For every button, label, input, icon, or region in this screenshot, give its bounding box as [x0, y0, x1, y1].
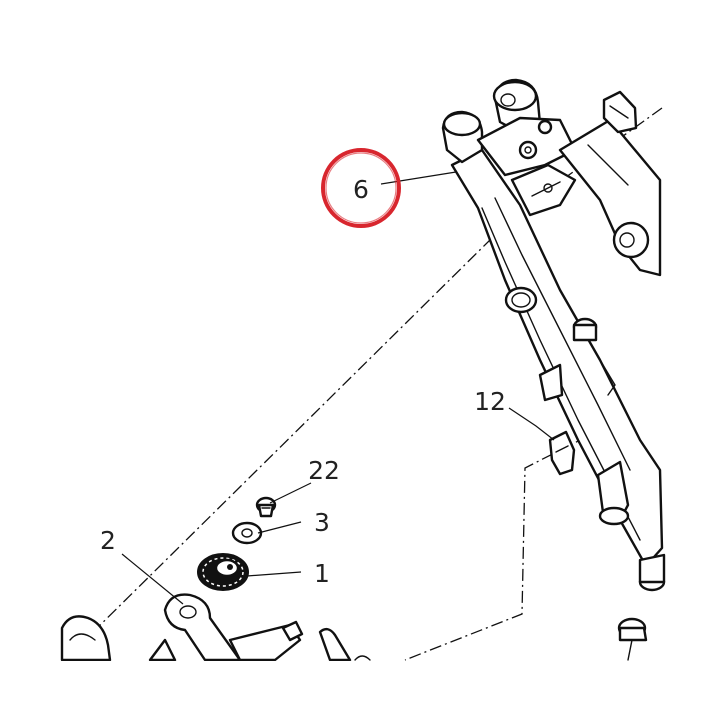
callout-1-label[interactable]: 1: [314, 559, 330, 588]
screw-part-22: [255, 496, 277, 518]
grommet-bottom-right: [617, 617, 648, 661]
callout-6-highlight-ring: [321, 148, 401, 228]
callout-12-label[interactable]: 12: [474, 387, 506, 416]
leader-line-12: [508, 407, 555, 441]
callout-3-label[interactable]: 3: [314, 508, 330, 537]
callout-6-label[interactable]: 6: [353, 175, 369, 204]
frame-tube-part-6: [441, 78, 666, 592]
bottom-crop-mask: [0, 661, 720, 720]
bracket-part-2: [148, 593, 371, 662]
assembly-line-main: [84, 237, 493, 641]
partial-part-lower-left: [60, 615, 112, 662]
callout-22-label[interactable]: 22: [308, 456, 340, 485]
clip-top-right: [602, 90, 638, 134]
leader-line-6: [380, 171, 457, 185]
gear-part-1: [197, 553, 249, 591]
callout-2-label[interactable]: 2: [100, 526, 116, 555]
leader-line-2: [121, 553, 184, 605]
clip-part-12: [548, 430, 576, 476]
leader-line-1: [246, 571, 302, 577]
leader-lines: [121, 171, 555, 605]
leader-line-3: [257, 521, 302, 534]
washer-part-3: [231, 521, 263, 545]
leader-line-22: [269, 482, 312, 504]
assembly-line-lower: [404, 433, 593, 661]
callout-6-highlight-ring-inner: [325, 152, 397, 224]
